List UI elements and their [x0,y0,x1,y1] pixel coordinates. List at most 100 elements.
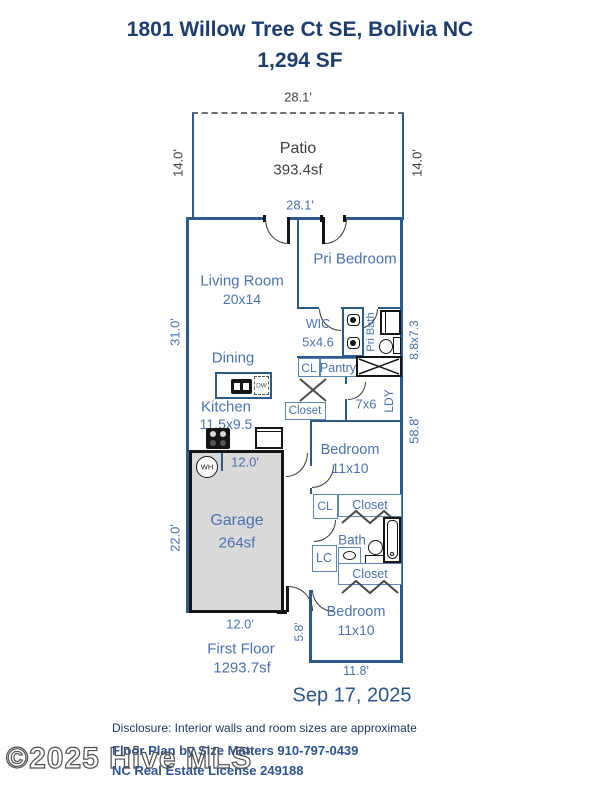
house-dim-left-upper: 31.0' [167,318,183,346]
bifold-door-icon [341,579,399,595]
living-bedroom-divider [297,220,299,309]
dining-label: Dining [211,349,255,367]
house-dim-step: 5.8' [292,622,306,642]
ldy-wall [345,399,347,421]
bath-label: Bath [338,532,366,548]
floor-name: First Floor [207,640,275,658]
right-wall [400,217,403,663]
kitchen-sink-basin [234,383,240,390]
living-room-size: 20x14 [222,291,262,307]
dishwasher-icon [254,376,269,395]
bath-toilet-bowl [368,540,383,555]
disclosure-text: Disclosure: Interior walls and room size… [112,721,417,735]
kitchen-sink-basin [243,383,249,390]
closet-hall-label: Closet [288,405,322,417]
house-dim-right-upper: 8.8x7.3 [407,320,421,360]
bath-tub-inner [386,520,398,559]
water-heater-label: WH [200,462,214,472]
door-jamb [320,215,323,222]
lc-label: LC [316,551,332,565]
cl-hall-label: CL [301,361,317,375]
top-wall-seg3 [345,217,404,220]
ldy-wall [345,377,347,384]
lc-box [312,545,337,572]
fridge-detail [257,431,281,432]
pantry-label: Pantry [319,361,357,375]
patio-dim-right: 14.0' [409,149,425,177]
patio-left-wall [192,113,194,219]
stove-burners [210,431,226,446]
water-heater-icon [196,456,218,478]
bedroom-mid-label: Bedroom [320,442,380,458]
wic-label: WIC [305,317,331,331]
house-dim-right-lower: 58.8' [406,416,422,444]
front-door-leaf [286,586,289,612]
cl-mid-box [313,494,338,519]
pribath-wall [378,307,402,309]
living-room-label: Living Room [200,272,284,290]
laundry-appliance-x [358,358,400,375]
patio-door-arc-bedroom [325,219,347,244]
kitchen-label: Kitchen [200,398,252,416]
bedroom-bottom-left-wall [309,590,312,663]
patio-door-leaf-bedroom [322,217,325,244]
vanity-sink-drain [350,317,356,323]
garage-dim-bottom: 12.0' [226,616,254,632]
bath-door-arc [314,520,336,542]
patio-right-wall [402,113,404,219]
bedroom-mid-top-wall [310,420,402,422]
bifold-door-icon [341,509,399,525]
bedroom-bottom-wall [309,660,403,663]
house-dim-width: 28.1' [286,197,314,213]
bedroom-mid-size: 11x10 [331,460,369,476]
pri-bedroom-label: Pri Bedroom [313,250,397,268]
laundry-size: 7x6 [355,396,377,412]
garage-dim-top: 12.0' [231,454,259,470]
door-jamb [263,215,266,222]
patio-dim-top: 28.1' [284,89,312,105]
mls-watermark: ©2025 Hive MLS [5,741,253,775]
bath-tub-drain [390,552,394,556]
left-wall [186,217,189,613]
pri-bath-shower-door [385,312,386,333]
garage-label: Garage [210,512,264,529]
laundry-label: LDY [382,389,396,413]
patio-area: 393.4sf [273,161,323,179]
pri-toilet-bowl [379,339,393,354]
pri-bath-label: Pri Bath [365,312,377,352]
bedroom-mid-left-wall [310,488,312,494]
pri-bath-shower-icon [380,310,401,335]
garage-area: 264sf [218,534,256,552]
vanity-sink-drain [350,340,356,346]
garage-wall-stub [221,453,223,471]
total-sf: 1,294 SF [257,49,343,72]
bedroom-bottom-size: 11x10 [337,622,375,638]
pri-toilet-tank [393,337,401,354]
bedroom-bottom-label: Bedroom [326,604,386,620]
garage-door-arc [286,453,308,477]
bath-sink-icon [343,551,356,560]
patio-door-arc-living [265,219,288,244]
credit-text: Floor Plan by Size Matters 910-797-0439 [112,743,359,758]
license-text: NC Real Estate License 249188 [112,763,304,778]
top-wall-seg2 [289,217,322,220]
page-title: 1801 Willow Tree Ct SE, Bolivia NC [126,18,474,41]
patio-top-edge [192,112,404,114]
kitchen-sink-icon [231,379,252,394]
closet-mid-box [338,494,402,517]
fridge-icon [255,427,283,449]
hall-row-wall [297,356,402,358]
door-jamb [343,215,346,222]
closet-bottom-label: Closet [352,567,388,581]
patio-label: Patio [279,140,317,157]
bifold-door-icon [299,378,327,402]
patio-dim-left: 14.0' [170,149,186,177]
floor-area: 1293.7sf [213,659,271,677]
bedroom-mid-left-wall [310,420,312,466]
top-wall-seg1 [186,217,266,220]
house-dim-left-lower: 22.0' [167,524,183,552]
wic-wall [297,307,319,309]
dishwasher-label: DW [256,382,267,390]
cl-mid-label: CL [317,499,333,513]
